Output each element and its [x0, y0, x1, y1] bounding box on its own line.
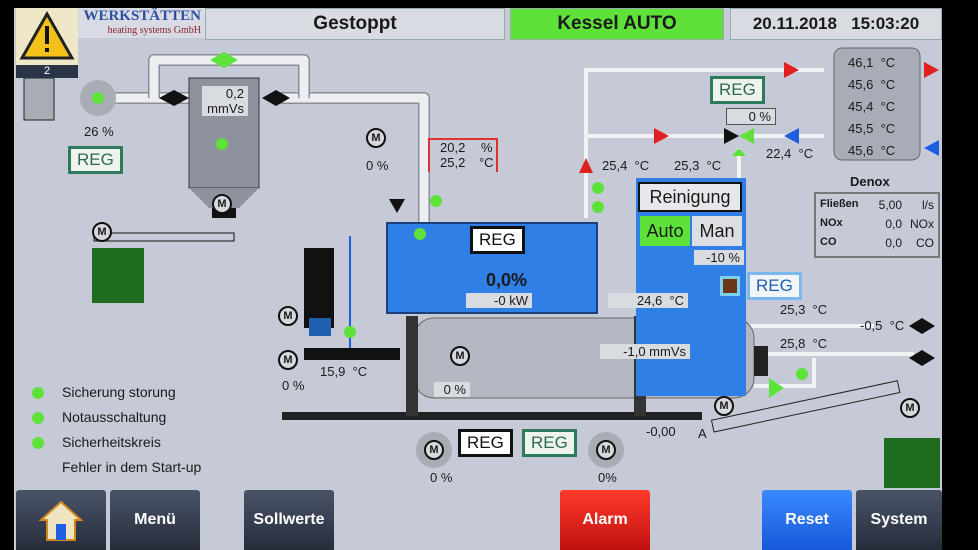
- logo-line1: WERKSTÄTTEN: [83, 8, 201, 24]
- return-temp-2: 22,4 °C: [766, 146, 814, 161]
- fan-reg-button-1[interactable]: REG: [458, 429, 513, 457]
- fan-reg-button-2[interactable]: REG: [522, 429, 577, 457]
- status-label: Fehler in dem Start-up: [62, 459, 202, 475]
- fan-left-reg-button[interactable]: REG: [68, 146, 123, 174]
- denox-value: 5,00: [878, 198, 902, 212]
- status-ok-dot: [32, 386, 44, 399]
- motor-icon[interactable]: M: [596, 440, 616, 460]
- feed-pct: 0 %: [282, 378, 305, 393]
- o2-value: 20,2: [440, 140, 466, 155]
- denox-label: NOx: [820, 217, 843, 229]
- flue-temp-value: 25,2: [440, 155, 466, 170]
- cleaning-title: Reinigung: [638, 182, 742, 212]
- filter-pressure-value: 0,2: [225, 86, 244, 101]
- manual-button[interactable]: Man: [692, 216, 742, 246]
- buffer-temp: 45,6 °C: [848, 77, 896, 92]
- motor-icon[interactable]: M: [714, 396, 734, 416]
- status-label: Notausschaltung: [62, 409, 167, 425]
- status-ok-dot: [32, 411, 44, 424]
- motor-icon[interactable]: M: [900, 398, 920, 418]
- buffer-temp: 45,4 °C: [848, 99, 896, 114]
- denox-value: 0,0: [885, 236, 902, 250]
- valve-reg-button[interactable]: REG: [710, 76, 765, 104]
- boiler-pressure: -1,0 mmVs: [600, 344, 690, 359]
- reset-button[interactable]: Reset: [762, 490, 852, 550]
- label-a: A: [698, 426, 707, 441]
- boiler-inner-pct: 0 %: [434, 382, 470, 397]
- buffer-temp: 45,5 °C: [848, 121, 896, 136]
- company-logo: WERKSTÄTTEN heating systems GmbH: [78, 8, 205, 38]
- pump-dot: [592, 201, 604, 213]
- motor-icon[interactable]: M: [92, 222, 112, 242]
- fan-left-value: 26 %: [84, 124, 114, 139]
- boiler-power-pct: 0,0%: [486, 270, 528, 290]
- motor-icon[interactable]: M: [278, 350, 298, 370]
- flue-temp-unit: °C: [478, 155, 494, 170]
- boiler-temp: 24,6 °C: [608, 293, 688, 308]
- boiler-status-dot: [414, 228, 426, 240]
- o2-unit: %: [480, 140, 493, 155]
- feed-dot: [344, 326, 356, 338]
- motor-icon[interactable]: M: [450, 346, 470, 366]
- valve-pct: 0 %: [726, 108, 776, 125]
- pump-dot: [592, 182, 604, 194]
- home-button[interactable]: [16, 490, 106, 550]
- filter-status-dot: [216, 138, 228, 150]
- fan-pct-2: 0%: [598, 470, 617, 485]
- denox-unit: l/s: [922, 198, 934, 212]
- feed-temp: 15,9 °C: [320, 364, 368, 379]
- pipe-temp-1: 25,3 °C: [780, 302, 828, 317]
- status-dot: [796, 368, 808, 380]
- fan-status-dot: [92, 92, 104, 104]
- warning-icon: [19, 10, 75, 60]
- denox-label: CO: [820, 236, 837, 248]
- status-dot: [430, 195, 442, 207]
- cleaning-indicator[interactable]: [720, 276, 740, 296]
- status-label: Sicherung storung: [62, 384, 176, 400]
- motor-icon[interactable]: M: [424, 440, 444, 460]
- datetime: 20.11.2018 15:03:20: [730, 8, 942, 40]
- damper-value: 0 %: [366, 158, 389, 173]
- boiler-reg-button[interactable]: REG: [470, 226, 525, 254]
- cleaning-value: -10 %: [694, 250, 744, 265]
- status-label: Sicherheitskreis: [62, 434, 161, 450]
- alarm-indicator[interactable]: [16, 8, 78, 65]
- denox-unit: NOx: [910, 217, 934, 231]
- boiler-power-kw: -0 kW: [466, 293, 532, 308]
- logo-line2: heating systems GmbH: [107, 25, 201, 36]
- motor-icon[interactable]: M: [366, 128, 386, 148]
- filter-pressure-unit: mmVs: [207, 101, 244, 116]
- denox-unit: CO: [916, 236, 934, 250]
- status-header: Gestoppt: [205, 8, 505, 40]
- setpoints-button[interactable]: Sollwerte: [244, 490, 334, 550]
- hmi-screen: 2 WERKSTÄTTEN heating systems GmbH Gesto…: [14, 8, 942, 550]
- fan-pressure: -0,00: [646, 424, 676, 439]
- denox-value: 0,0: [885, 217, 902, 231]
- buffer-temp: 45,6 °C: [848, 143, 896, 158]
- pipe-temp-3: -0,5 °C: [860, 318, 905, 333]
- return-temp: 25,3 °C: [674, 158, 722, 173]
- fan-pct-1: 0 %: [430, 470, 453, 485]
- alarm-count: 2: [16, 65, 78, 78]
- denox-label: Fließen: [820, 198, 859, 210]
- mode-header: Kessel AUTO: [510, 8, 724, 40]
- motor-icon[interactable]: M: [212, 194, 232, 214]
- motor-icon[interactable]: M: [278, 306, 298, 326]
- menu-button[interactable]: Menü: [110, 490, 200, 550]
- pipe-temp-2: 25,8 °C: [780, 336, 828, 351]
- alarm-button[interactable]: Alarm: [560, 490, 650, 550]
- system-button[interactable]: System: [856, 490, 942, 550]
- supply-temp: 25,4 °C: [602, 158, 650, 173]
- flue-readout: 20,2 % 25,2 °C: [428, 138, 498, 172]
- denox-title: Denox: [850, 174, 890, 189]
- cleaning-reg-button[interactable]: REG: [747, 272, 802, 300]
- auto-button[interactable]: Auto: [640, 216, 690, 246]
- home-icon: [39, 500, 83, 541]
- status-ok-dot: [32, 436, 44, 449]
- buffer-temp: 46,1 °C: [848, 55, 896, 70]
- buffer-temps: 46,1 °C 45,6 °C 45,4 °C 45,5 °C 45,6 °C: [848, 52, 908, 162]
- status-list: Sicherung storung Notausschaltung Sicher…: [32, 380, 201, 480]
